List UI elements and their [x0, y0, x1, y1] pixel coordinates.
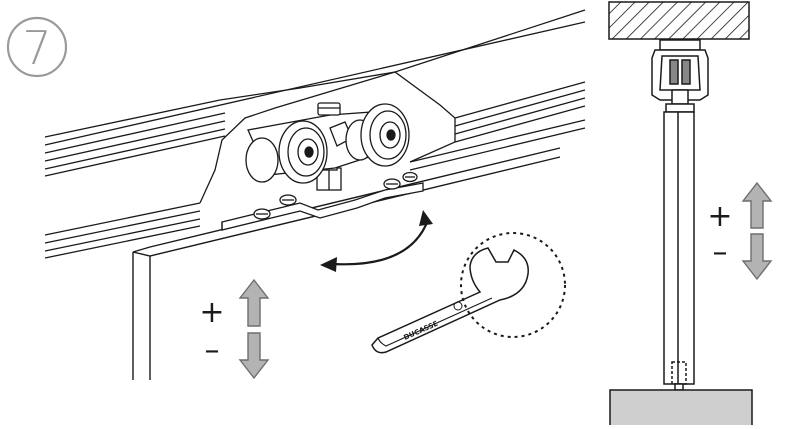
side-section-view [608, 1, 753, 427]
minus-label-left: – [205, 333, 220, 368]
rail-lower-edge [44, 202, 201, 236]
curved-double-arrow-icon [320, 210, 433, 272]
door-top-edge [132, 147, 561, 253]
rail-low-line [44, 135, 226, 177]
rail-right-line-4 [454, 105, 586, 143]
wrench-body [371, 247, 529, 354]
plus-label-left: + [199, 295, 224, 330]
front-wheel-left [278, 120, 328, 184]
step-number-badge: 7 [6, 16, 68, 78]
ceiling-hatch [608, 1, 750, 40]
right-height-adjust: + – [707, 181, 773, 281]
rail-lower-edge-4 [44, 225, 201, 259]
wrench-detail-circle [460, 232, 566, 338]
rail-right-line [454, 81, 586, 119]
rail-right-line-2 [454, 89, 586, 127]
left-height-adjust: + – [199, 278, 270, 380]
floor-block [609, 389, 753, 427]
minus-label-right: – [713, 235, 728, 270]
rail-lower-right [409, 119, 586, 163]
rail-lower-edge-2 [44, 210, 201, 244]
track-rail [44, 9, 586, 259]
door-side [663, 111, 695, 385]
rail-top-line [44, 112, 226, 154]
top-pin [317, 102, 341, 116]
track-profile [651, 39, 709, 113]
rail-lower-edge-3 [44, 218, 201, 252]
up-arrow-icon [741, 181, 773, 229]
rail-lower-right-2 [409, 127, 586, 171]
rail-cutaway [199, 71, 456, 204]
plus-label-right: + [707, 199, 732, 234]
step-number: 7 [22, 21, 51, 75]
down-arrow-icon [238, 332, 270, 380]
down-arrow-icon [741, 233, 773, 281]
mounting-plate [221, 182, 424, 231]
up-arrow-icon [238, 278, 270, 327]
rail-right-line-3 [454, 97, 586, 135]
rail-top-inner [44, 21, 586, 146]
roller-carriage [221, 102, 424, 231]
step-circle [6, 16, 68, 78]
rail-mid-line-2 [44, 128, 226, 170]
rear-wheel-left [245, 137, 279, 183]
front-wheel-right [360, 103, 410, 167]
rail-mid-line [44, 120, 226, 162]
plate-screws [253, 171, 418, 220]
